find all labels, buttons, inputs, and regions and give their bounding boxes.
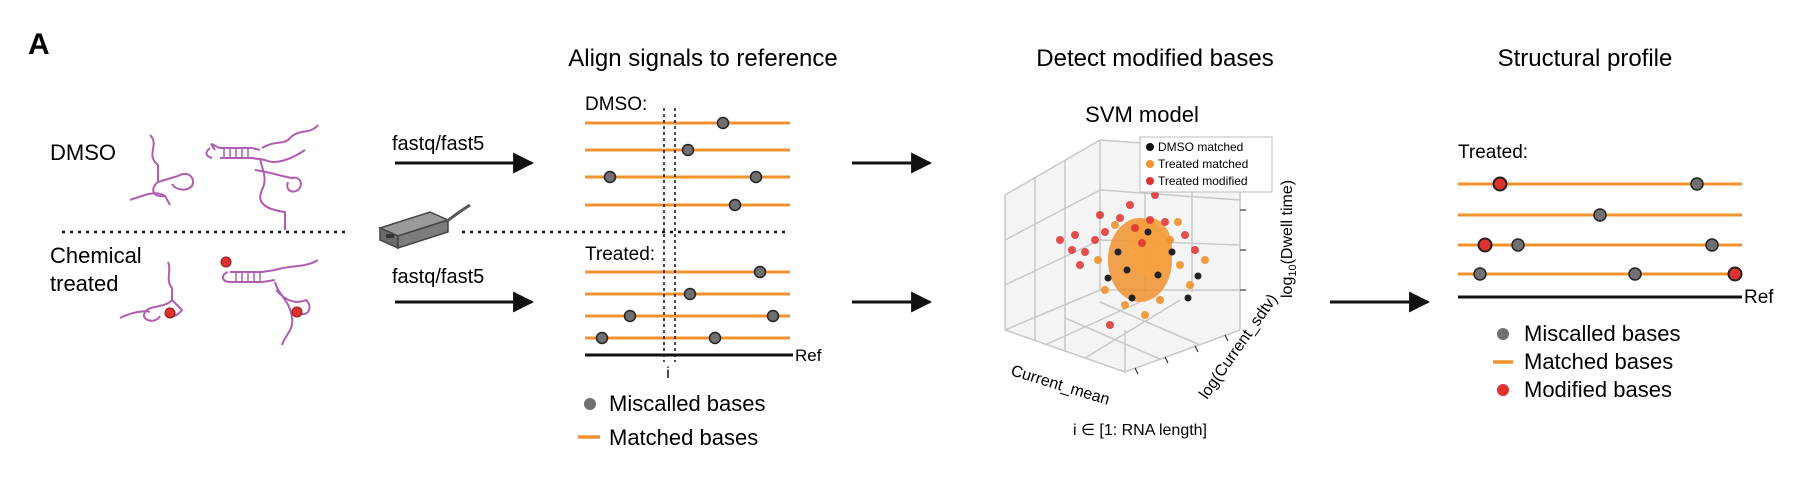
- svm-x-axis-label: Current_mean: [1009, 363, 1112, 409]
- alignment-treated-label: Treated:: [585, 244, 655, 265]
- treated-condition-label-line2: treated: [50, 271, 119, 296]
- rna-structures-treated: [119, 259, 319, 346]
- treated-condition-label-line1: Chemical: [50, 243, 142, 268]
- svm-points-dmso-matched: [1104, 228, 1202, 302]
- rna-hairpin-rungs-dmso: [223, 148, 249, 158]
- svm-z-axis-label: log10(Dwell time): [1279, 180, 1299, 298]
- svm-title: SVM model: [1085, 102, 1199, 127]
- svm-legend-treated-matched-label: Treated matched: [1158, 157, 1248, 171]
- alignment-dmso-label: DMSO:: [585, 94, 647, 115]
- nanopore-device-icon: [377, 203, 471, 250]
- svm-legend-treated-matched-swatch: [1146, 160, 1154, 168]
- rna-modification-dots: [164, 256, 303, 319]
- alignment-legend-miscalled-swatch: [584, 398, 596, 410]
- detect-title: Detect modified bases: [1036, 45, 1273, 72]
- svm-z-axis-subscript: 10: [1287, 264, 1299, 276]
- svm-z-axis-prefix: log: [1279, 277, 1296, 298]
- rna-hairpin-rungs-treated: [235, 272, 261, 282]
- profile-legend-modified-label: Modified bases: [1524, 377, 1672, 402]
- profile-legend-miscalled-swatch: [1497, 328, 1509, 340]
- alignment-treated-reads: [585, 270, 790, 340]
- svm-scatter-cloud: [1108, 218, 1172, 302]
- profile-legend-miscalled-label: Miscalled bases: [1524, 321, 1681, 346]
- alignment-dmso-miscalled: [603, 116, 763, 212]
- alignment-legend-matched-label: Matched bases: [609, 425, 758, 450]
- svm-legend-dmso-swatch: [1146, 143, 1154, 151]
- profile-treated-label: Treated:: [1458, 142, 1528, 163]
- profile-title: Structural profile: [1498, 45, 1673, 72]
- svm-legend-dmso-label: DMSO matched: [1158, 140, 1243, 154]
- align-title: Align signals to reference: [568, 45, 837, 72]
- profile-legend-matched-label: Matched bases: [1524, 349, 1673, 374]
- svm-legend-treated-modified-label: Treated modified: [1158, 174, 1248, 188]
- svm-legend-box: [1139, 136, 1273, 193]
- svm-z-axis-suffix: (Dwell time): [1279, 180, 1296, 264]
- profile-legend-modified-swatch: [1497, 384, 1509, 396]
- panel-label: A: [28, 28, 50, 61]
- dmso-arrow-label: fastq/fast5: [392, 133, 484, 155]
- svm-axis-ticks: [1134, 169, 1246, 375]
- svm-footnote: i ∈ [1: RNA length]: [1073, 422, 1207, 439]
- svm-points-treated-modified: [1056, 191, 1199, 329]
- profile-reads: [1458, 182, 1742, 276]
- position-i-column: [663, 108, 676, 362]
- profile-ref-label: Ref: [1744, 287, 1774, 308]
- alignment-legend-miscalled-label: Miscalled bases: [609, 391, 766, 416]
- svm-points-treated-matched: [1094, 218, 1209, 319]
- profile-modified-points: [1477, 176, 1743, 282]
- profile-miscalled-points: [1473, 177, 1719, 281]
- svm-legend-treated-modified-swatch: [1146, 177, 1154, 185]
- treated-arrow-label: fastq/fast5: [392, 266, 484, 288]
- alignment-ref-label: Ref: [795, 346, 822, 365]
- rna-structures-dmso: [129, 124, 319, 230]
- alignment-treated-miscalled: [595, 265, 780, 345]
- dmso-condition-label: DMSO: [50, 140, 116, 165]
- alignment-dmso-reads: [585, 121, 790, 207]
- position-i-label: i: [666, 365, 670, 382]
